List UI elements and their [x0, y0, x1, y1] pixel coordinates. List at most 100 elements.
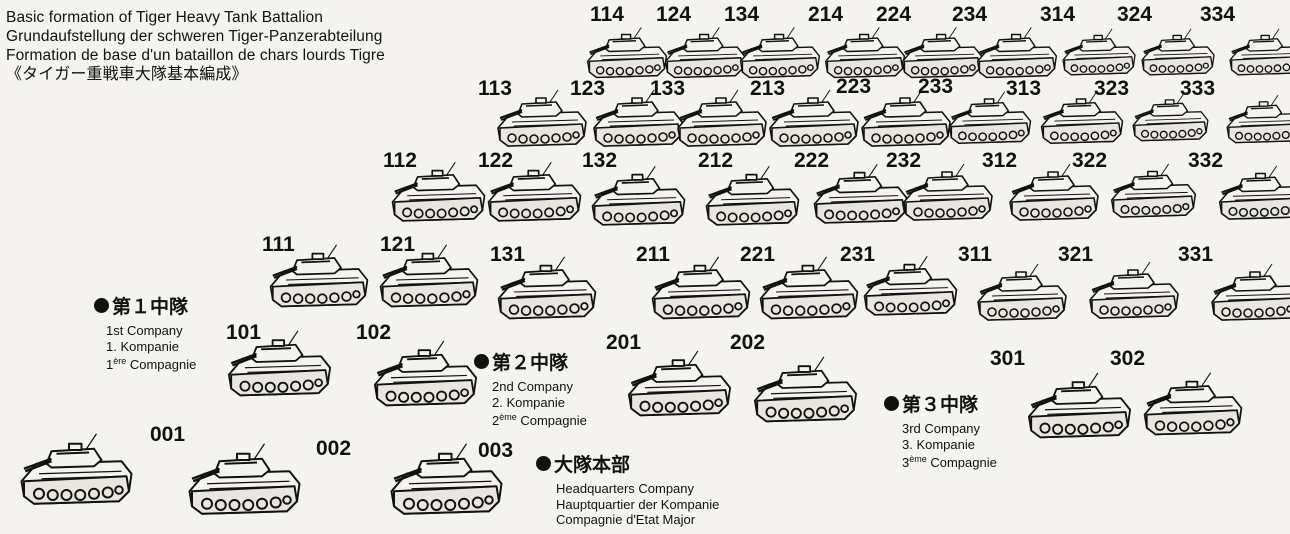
tank-number-label: 002 — [316, 438, 351, 459]
tank-334 — [1225, 24, 1290, 78]
title-japanese: 《タイガー重戦車大隊基本編成》 — [6, 65, 385, 84]
legend-company-1-fr-sup: ère — [113, 356, 126, 366]
tank-102 — [368, 334, 483, 410]
legend-company-3-ja: 第３中隊 — [902, 390, 978, 417]
tank-number-label: 301 — [990, 348, 1025, 369]
tiger-tank-icon — [14, 426, 139, 509]
legend-hq: 大隊本部 Headquarters Company Hauptquartier … — [536, 450, 719, 528]
title-english: Basic formation of Tiger Heavy Tank Batt… — [6, 8, 385, 27]
tank-311 — [972, 258, 1072, 324]
tank-201 — [622, 344, 737, 420]
tank-number-label: 223 — [836, 76, 871, 97]
legend-company-3-en: 3rd Company — [902, 421, 997, 437]
bullet-dot-icon — [536, 456, 551, 471]
legend-company-3-de: 3. Kompanie — [902, 437, 997, 453]
tank-number-label: 331 — [1178, 244, 1213, 265]
tank-number-label: 233 — [918, 76, 953, 97]
tiger-tank-icon — [1106, 158, 1201, 221]
tank-134 — [735, 22, 825, 81]
tank-number-label: 324 — [1117, 4, 1152, 25]
tank-002 — [182, 436, 307, 519]
tank-number-label: 102 — [356, 322, 391, 343]
tank-301 — [1022, 366, 1137, 442]
tank-number-label: 003 — [478, 440, 513, 461]
tiger-tank-icon — [622, 344, 737, 420]
legend-company-1: 第１中隊 1st Company 1. Kompanie 1ère Compag… — [94, 292, 196, 373]
tank-number-label: 231 — [840, 244, 875, 265]
tank-number-label: 221 — [740, 244, 775, 265]
tank-number-label: 232 — [886, 150, 921, 171]
tank-number-label: 334 — [1200, 4, 1235, 25]
tank-number-label: 114 — [590, 4, 624, 25]
legend-hq-en: Headquarters Company — [556, 481, 719, 497]
tank-314 — [1058, 24, 1140, 78]
diagram-title: Basic formation of Tiger Heavy Tank Batt… — [6, 8, 385, 84]
tiger-tank-icon — [735, 22, 825, 81]
title-german: Grundaufstellung der schweren Tiger-Panz… — [6, 27, 385, 46]
legend-company-2-en: 2nd Company — [492, 379, 587, 395]
legend-company-1-en: 1st Company — [106, 323, 196, 339]
tiger-tank-icon — [1138, 366, 1248, 439]
legend-company-3-fr-sup: ème — [909, 454, 927, 464]
legend-company-1-ja: 第１中隊 — [112, 292, 188, 319]
tiger-tank-icon — [1022, 366, 1137, 442]
tiger-tank-icon — [182, 436, 307, 519]
legend-company-1-de: 1. Kompanie — [106, 339, 196, 355]
tank-number-label: 323 — [1094, 78, 1129, 99]
tank-number-label: 211 — [636, 244, 670, 265]
tank-number-label: 001 — [150, 424, 185, 445]
tank-number-label: 314 — [1040, 4, 1075, 25]
tank-number-label: 122 — [478, 150, 513, 171]
tank-114 — [582, 22, 672, 81]
legend-company-1-fr-word: Compagnie — [126, 357, 196, 372]
legend-hq-ja: 大隊本部 — [554, 450, 630, 477]
legend-company-2-fr-word: Compagnie — [517, 413, 587, 428]
tiger-tank-icon — [1222, 90, 1290, 146]
tank-number-label: 322 — [1072, 150, 1107, 171]
tank-322 — [1106, 158, 1201, 221]
tank-302 — [1138, 366, 1248, 439]
tank-number-label: 113 — [478, 78, 512, 99]
tank-number-label: 222 — [794, 150, 829, 171]
legend-company-2-de: 2. Kompanie — [492, 395, 587, 411]
tiger-tank-icon — [1084, 256, 1184, 322]
tank-number-label: 123 — [570, 78, 605, 99]
tank-number-label: 202 — [730, 332, 765, 353]
legend-company-2: 第２中隊 2nd Company 2. Kompanie 2ème Compag… — [474, 348, 587, 429]
tiger-tank-icon — [1137, 24, 1219, 78]
title-french: Formation de base d'un bataillon de char… — [6, 46, 385, 65]
tank-number-label: 201 — [606, 332, 641, 353]
tank-321 — [1084, 256, 1184, 322]
tiger-tank-icon — [1225, 24, 1290, 78]
legend-company-2-ja: 第２中隊 — [492, 348, 568, 375]
tiger-tank-icon — [368, 334, 483, 410]
tank-number-label: 224 — [876, 4, 911, 25]
legend-company-2-fr-sup: ème — [499, 412, 517, 422]
bullet-dot-icon — [94, 298, 109, 313]
tank-number-label: 311 — [958, 244, 992, 265]
tank-number-label: 112 — [383, 150, 417, 171]
tank-number-label: 321 — [1058, 244, 1093, 265]
legend-company-3: 第３中隊 3rd Company 3. Kompanie 3ème Compag… — [884, 390, 997, 471]
tank-332 — [1214, 160, 1290, 223]
tank-number-label: 332 — [1188, 150, 1223, 171]
tank-202 — [748, 350, 863, 426]
tank-number-label: 213 — [750, 78, 785, 99]
bullet-dot-icon — [474, 354, 489, 369]
tiger-tank-icon — [582, 22, 672, 81]
tank-333 — [1222, 90, 1290, 146]
legend-hq-fr: Compagnie d'Etat Major — [556, 512, 719, 528]
tank-number-label: 133 — [650, 78, 685, 99]
tiger-tank-icon — [1058, 24, 1140, 78]
tank-number-label: 121 — [380, 234, 415, 255]
tank-number-label: 131 — [490, 244, 525, 265]
tank-number-label: 111 — [262, 234, 295, 255]
legend-hq-de: Hauptquartier der Kompanie — [556, 497, 719, 513]
tank-001 — [14, 426, 139, 509]
legend-company-3-fr-word: Compagnie — [927, 455, 997, 470]
tank-number-label: 333 — [1180, 78, 1215, 99]
tank-number-label: 312 — [982, 150, 1017, 171]
tiger-tank-icon — [972, 258, 1072, 324]
tank-234 — [972, 22, 1062, 81]
